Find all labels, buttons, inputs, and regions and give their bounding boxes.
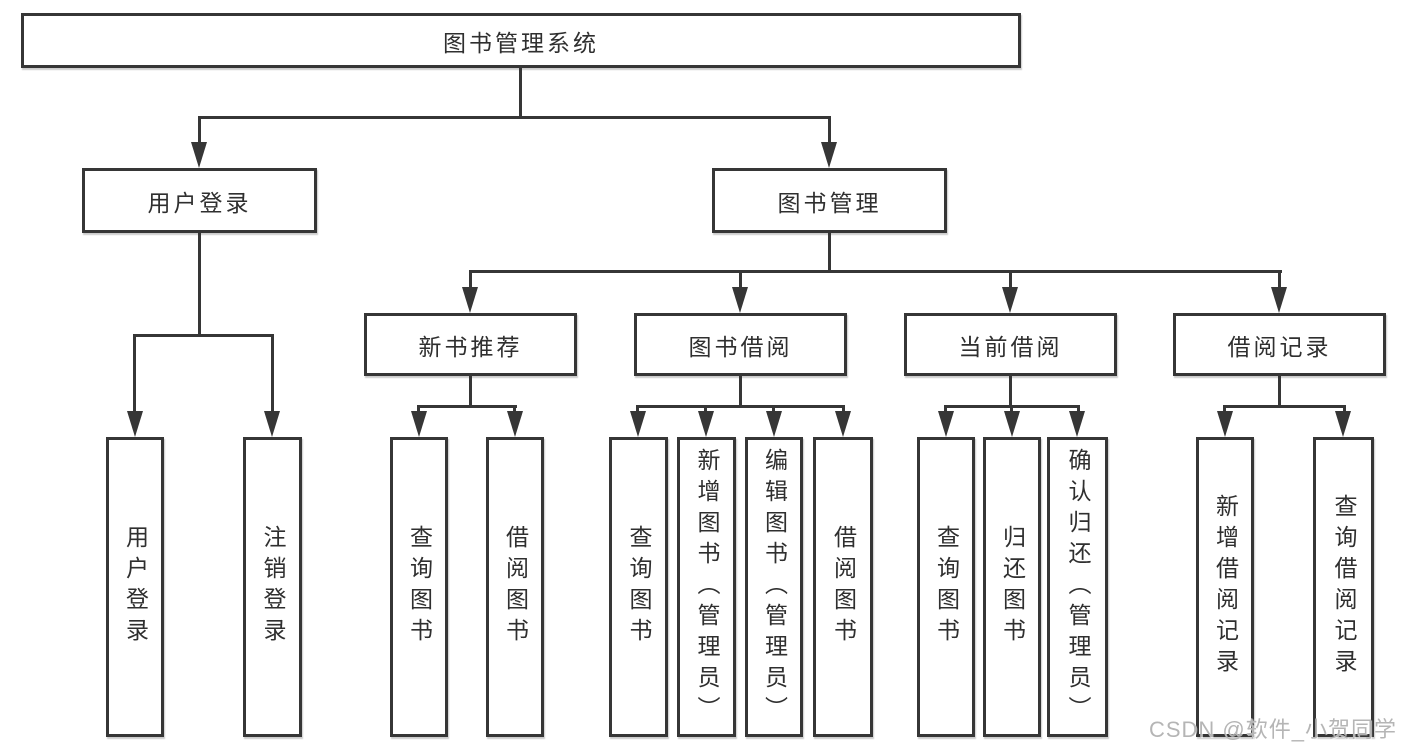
leaf-logout: 注销登录 <box>243 437 302 737</box>
csdn-watermark: CSDN @软件_小贺同学 <box>1148 717 1397 742</box>
node-user-login: 用户登录 <box>82 168 317 233</box>
arrow-down-icon <box>507 411 523 437</box>
connector <box>198 116 831 119</box>
leaf-label: 用户登录 <box>122 525 149 649</box>
connector <box>739 270 742 292</box>
leaf-label: 归还图书 <box>999 525 1026 649</box>
arrow-down-icon <box>462 287 478 313</box>
node-borrowing-records: 借阅记录 <box>1173 313 1386 376</box>
connector <box>469 270 1282 273</box>
leaf-label: 查询借阅记录 <box>1331 494 1357 680</box>
connector <box>519 68 522 118</box>
node-label: 借阅记录 <box>1227 333 1332 360</box>
connector <box>828 116 831 146</box>
connector <box>133 334 274 337</box>
arrow-down-icon <box>1069 411 1085 437</box>
leaf-label: 注销登录 <box>260 525 286 649</box>
connector <box>469 376 472 407</box>
leaf-label: 借阅图书 <box>502 525 529 649</box>
leaf-label: 借阅图书 <box>830 525 857 649</box>
connector <box>828 233 831 273</box>
connector <box>636 405 845 408</box>
leaf-edit-books-admin: 编辑图书（管理员） <box>745 437 803 737</box>
leaf-user-login: 用户登录 <box>106 437 164 737</box>
connector <box>1223 405 1346 408</box>
node-book-borrowing: 图书借阅 <box>634 313 847 376</box>
arrow-down-icon <box>191 142 207 168</box>
leaf-add-borrow-record: 新增借阅记录 <box>1196 437 1254 737</box>
arrow-down-icon <box>835 411 851 437</box>
leaf-query-books-recommend: 查询图书 <box>390 437 448 737</box>
leaf-label: 新增借阅记录 <box>1212 494 1239 680</box>
arrow-down-icon <box>698 411 714 437</box>
leaf-query-books-borrowing: 查询图书 <box>609 437 668 737</box>
arrow-down-icon <box>1217 411 1233 437</box>
arrow-down-icon <box>411 411 427 437</box>
leaf-borrow-books-recommend: 借阅图书 <box>486 437 544 737</box>
node-label: 图书借阅 <box>688 333 793 360</box>
leaf-label: 查询图书 <box>933 525 960 649</box>
connector <box>1009 376 1012 407</box>
arrow-down-icon <box>1002 287 1018 313</box>
node-label: 图书管理 <box>777 189 882 216</box>
node-current-borrowing: 当前借阅 <box>904 313 1117 376</box>
connector <box>198 116 201 146</box>
leaf-label: 新增图书（管理员） <box>694 447 720 727</box>
connector <box>417 405 517 408</box>
arrow-down-icon <box>766 411 782 437</box>
node-new-book-recommend: 新书推荐 <box>364 313 577 376</box>
node-label: 图书管理系统 <box>443 29 599 56</box>
connector <box>1009 270 1012 292</box>
connector <box>133 334 136 412</box>
leaf-label: 确认归还（管理员） <box>1065 447 1091 727</box>
leaf-return-books: 归还图书 <box>983 437 1041 737</box>
leaf-add-books-admin: 新增图书（管理员） <box>677 437 736 737</box>
connector <box>739 376 742 407</box>
leaf-label: 查询图书 <box>626 525 652 649</box>
arrow-down-icon <box>1271 287 1287 313</box>
node-label: 当前借阅 <box>958 333 1063 360</box>
connector <box>1278 270 1281 292</box>
arrow-down-icon <box>630 411 646 437</box>
leaf-query-borrow-record: 查询借阅记录 <box>1313 437 1374 737</box>
arrow-down-icon <box>127 411 143 437</box>
leaf-borrow-books: 借阅图书 <box>813 437 873 737</box>
connector <box>469 270 472 292</box>
leaf-label: 编辑图书（管理员） <box>761 447 788 727</box>
arrow-down-icon <box>732 287 748 313</box>
node-label: 新书推荐 <box>418 333 523 360</box>
connector <box>271 334 274 412</box>
connector <box>1278 376 1281 407</box>
node-book-management: 图书管理 <box>712 168 947 233</box>
leaf-confirm-return-admin: 确认归还（管理员） <box>1047 437 1108 737</box>
arrow-down-icon <box>938 411 954 437</box>
node-library-management-system: 图书管理系统 <box>21 13 1021 68</box>
arrow-down-icon <box>1335 411 1351 437</box>
arrow-down-icon <box>1004 411 1020 437</box>
leaf-label: 查询图书 <box>406 525 433 649</box>
arrow-down-icon <box>264 411 280 437</box>
arrow-down-icon <box>821 142 837 168</box>
node-label: 用户登录 <box>147 189 252 216</box>
connector <box>198 233 201 336</box>
leaf-query-books-current: 查询图书 <box>917 437 975 737</box>
